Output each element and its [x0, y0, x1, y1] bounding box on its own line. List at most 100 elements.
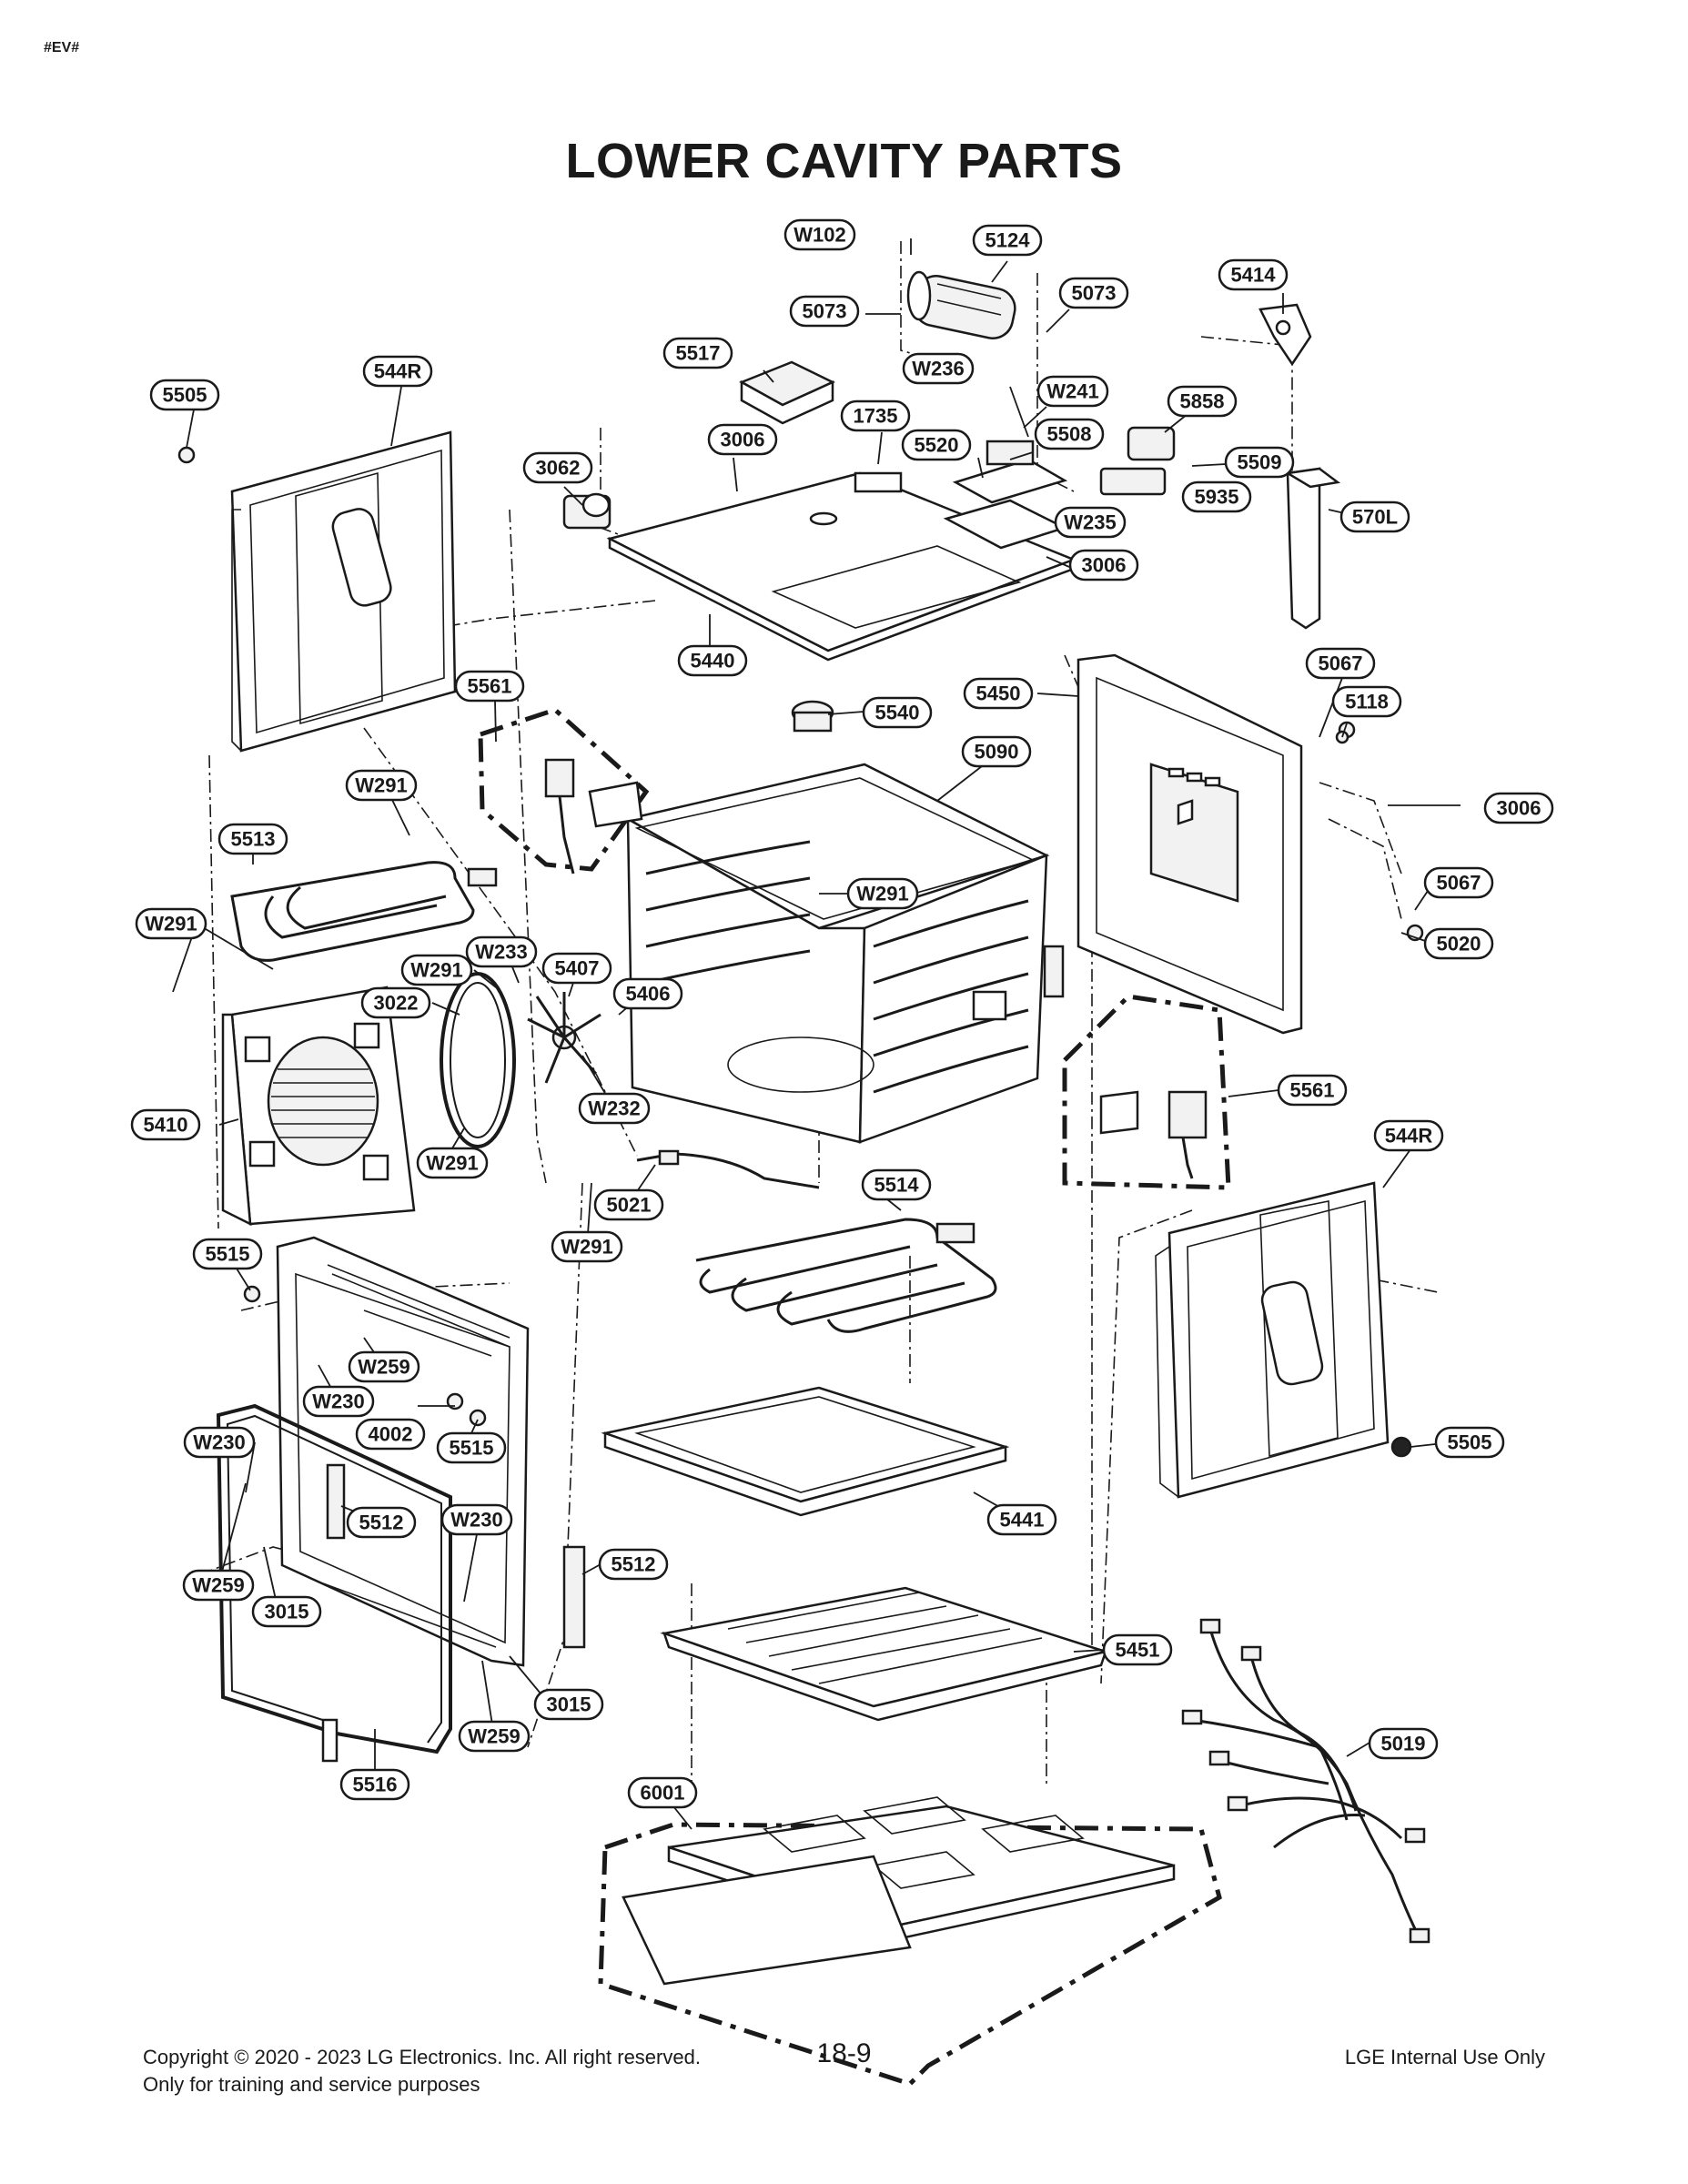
callout-5073-right: 5073: [1058, 277, 1129, 309]
callout-1735: 1735: [840, 399, 911, 432]
svg-text:5019: 5019: [1381, 1733, 1426, 1755]
callout-5451: 5451: [1102, 1633, 1173, 1666]
convection-motor-5124: [906, 270, 1016, 339]
callout-5858: 5858: [1167, 385, 1238, 418]
callout-W291-c: W291: [135, 907, 207, 940]
svg-text:W236: W236: [912, 358, 964, 380]
svg-text:W230: W230: [450, 1509, 502, 1532]
callout-5073-left: 5073: [789, 295, 860, 328]
svg-text:W291: W291: [410, 959, 462, 982]
callout-W235: W235: [1054, 506, 1127, 539]
callout-W230-right: W230: [440, 1503, 513, 1536]
cavity-bottom-5451: [660, 1586, 1110, 1722]
callout-544R-left: 544R: [362, 355, 433, 388]
svg-text:W102: W102: [793, 224, 845, 247]
door-gasket-5516: [216, 1403, 586, 1763]
svg-text:W291: W291: [426, 1152, 478, 1175]
svg-text:544R: 544R: [374, 360, 422, 383]
svg-text:6001: 6001: [641, 1782, 685, 1805]
callout-5514: 5514: [861, 1168, 932, 1201]
svg-text:3062: 3062: [536, 457, 581, 480]
svg-text:3006: 3006: [1082, 554, 1127, 577]
callout-5561-upper: 5561: [454, 670, 525, 703]
page-title: LOWER CAVITY PARTS: [565, 134, 1123, 188]
svg-text:4002: 4002: [369, 1423, 413, 1446]
callout-3006-top: 3006: [707, 423, 778, 456]
callout-5515-lower: 5515: [436, 1431, 507, 1464]
callout-W259-lower: W259: [458, 1720, 531, 1753]
svg-text:5516: 5516: [353, 1774, 398, 1796]
svg-text:5512: 5512: [359, 1512, 404, 1534]
page-number: 18-9: [816, 2038, 872, 2068]
svg-text:5515: 5515: [206, 1243, 250, 1266]
svg-text:W259: W259: [358, 1356, 409, 1379]
svg-text:W291: W291: [561, 1236, 612, 1259]
callout-5067-lower: 5067: [1423, 866, 1494, 899]
callout-5513: 5513: [217, 823, 288, 855]
callout-5450: 5450: [963, 677, 1034, 710]
svg-text:5067: 5067: [1319, 652, 1363, 675]
callout-544R-right: 544R: [1373, 1119, 1444, 1152]
fan-cover-5410: [221, 986, 416, 1227]
wire-harness-5019: [1181, 1618, 1430, 1944]
bake-element-5514: [695, 1218, 997, 1333]
callout-5520: 5520: [901, 429, 972, 461]
svg-text:5561: 5561: [468, 675, 512, 698]
svg-text:W241: W241: [1046, 380, 1098, 403]
callout-3006-mid: 3006: [1068, 549, 1139, 581]
callout-5414: 5414: [1218, 258, 1289, 291]
broil-element-5513: [230, 861, 498, 962]
svg-text:5505: 5505: [163, 384, 207, 407]
callout-3015-left: 3015: [251, 1595, 322, 1628]
svg-text:5124: 5124: [986, 229, 1031, 252]
footer-copyright: Copyright © 2020 - 2023 LG Electronics. …: [143, 2046, 701, 2068]
convection-fan-5407: [527, 992, 601, 1084]
svg-text:W235: W235: [1064, 511, 1116, 534]
callout-3022: 3022: [360, 986, 431, 1019]
svg-text:5407: 5407: [555, 957, 600, 980]
svg-text:5090: 5090: [975, 741, 1019, 763]
svg-text:5561: 5561: [1290, 1079, 1335, 1102]
svg-text:5517: 5517: [676, 342, 721, 365]
callout-6001: 6001: [627, 1776, 698, 1809]
footer-training-note: Only for training and service purposes: [143, 2073, 480, 2096]
callout-5019: 5019: [1368, 1727, 1439, 1760]
right-side-panel: [1155, 1181, 1390, 1499]
svg-text:1735: 1735: [854, 405, 898, 428]
footer-internal-note: LGE Internal Use Only: [1344, 2046, 1545, 2068]
callout-5505-right: 5505: [1434, 1426, 1505, 1459]
callout-5540: 5540: [862, 696, 933, 729]
callout-W230-left: W230: [183, 1426, 256, 1459]
callout-W241: W241: [1036, 375, 1109, 408]
detail-box-5561-upper: [478, 707, 650, 875]
svg-text:5410: 5410: [144, 1114, 188, 1137]
svg-text:5513: 5513: [231, 828, 276, 851]
callout-W291-f: W291: [551, 1230, 623, 1263]
callout-5124: 5124: [972, 224, 1043, 257]
callout-5517: 5517: [662, 337, 733, 369]
svg-text:5414: 5414: [1231, 264, 1277, 287]
callout-5406: 5406: [612, 977, 683, 1010]
callout-570L: 570L: [1339, 500, 1410, 533]
svg-text:5512: 5512: [612, 1553, 656, 1576]
svg-text:5021: 5021: [607, 1194, 652, 1217]
svg-text:3006: 3006: [721, 429, 765, 451]
svg-text:3015: 3015: [265, 1601, 309, 1623]
sensor-5021: [636, 1149, 820, 1189]
svg-text:W259: W259: [192, 1574, 244, 1597]
svg-text:W233: W233: [475, 941, 527, 964]
callout-4002: 4002: [355, 1418, 426, 1451]
svg-text:5440: 5440: [691, 650, 735, 672]
svg-text:5935: 5935: [1195, 486, 1239, 509]
detail-box-5561-lower: [1062, 994, 1231, 1190]
leader-lines: [172, 238, 1461, 1830]
callout-5407: 5407: [541, 952, 612, 985]
callout-5509: 5509: [1224, 446, 1295, 479]
callout-W291-b: W291: [846, 877, 919, 910]
svg-text:5515: 5515: [450, 1437, 494, 1460]
callout-W259-upper: W259: [348, 1350, 420, 1383]
callout-W291-e: W291: [416, 1147, 489, 1179]
callout-W236: W236: [902, 352, 975, 385]
svg-text:570L: 570L: [1352, 506, 1398, 529]
